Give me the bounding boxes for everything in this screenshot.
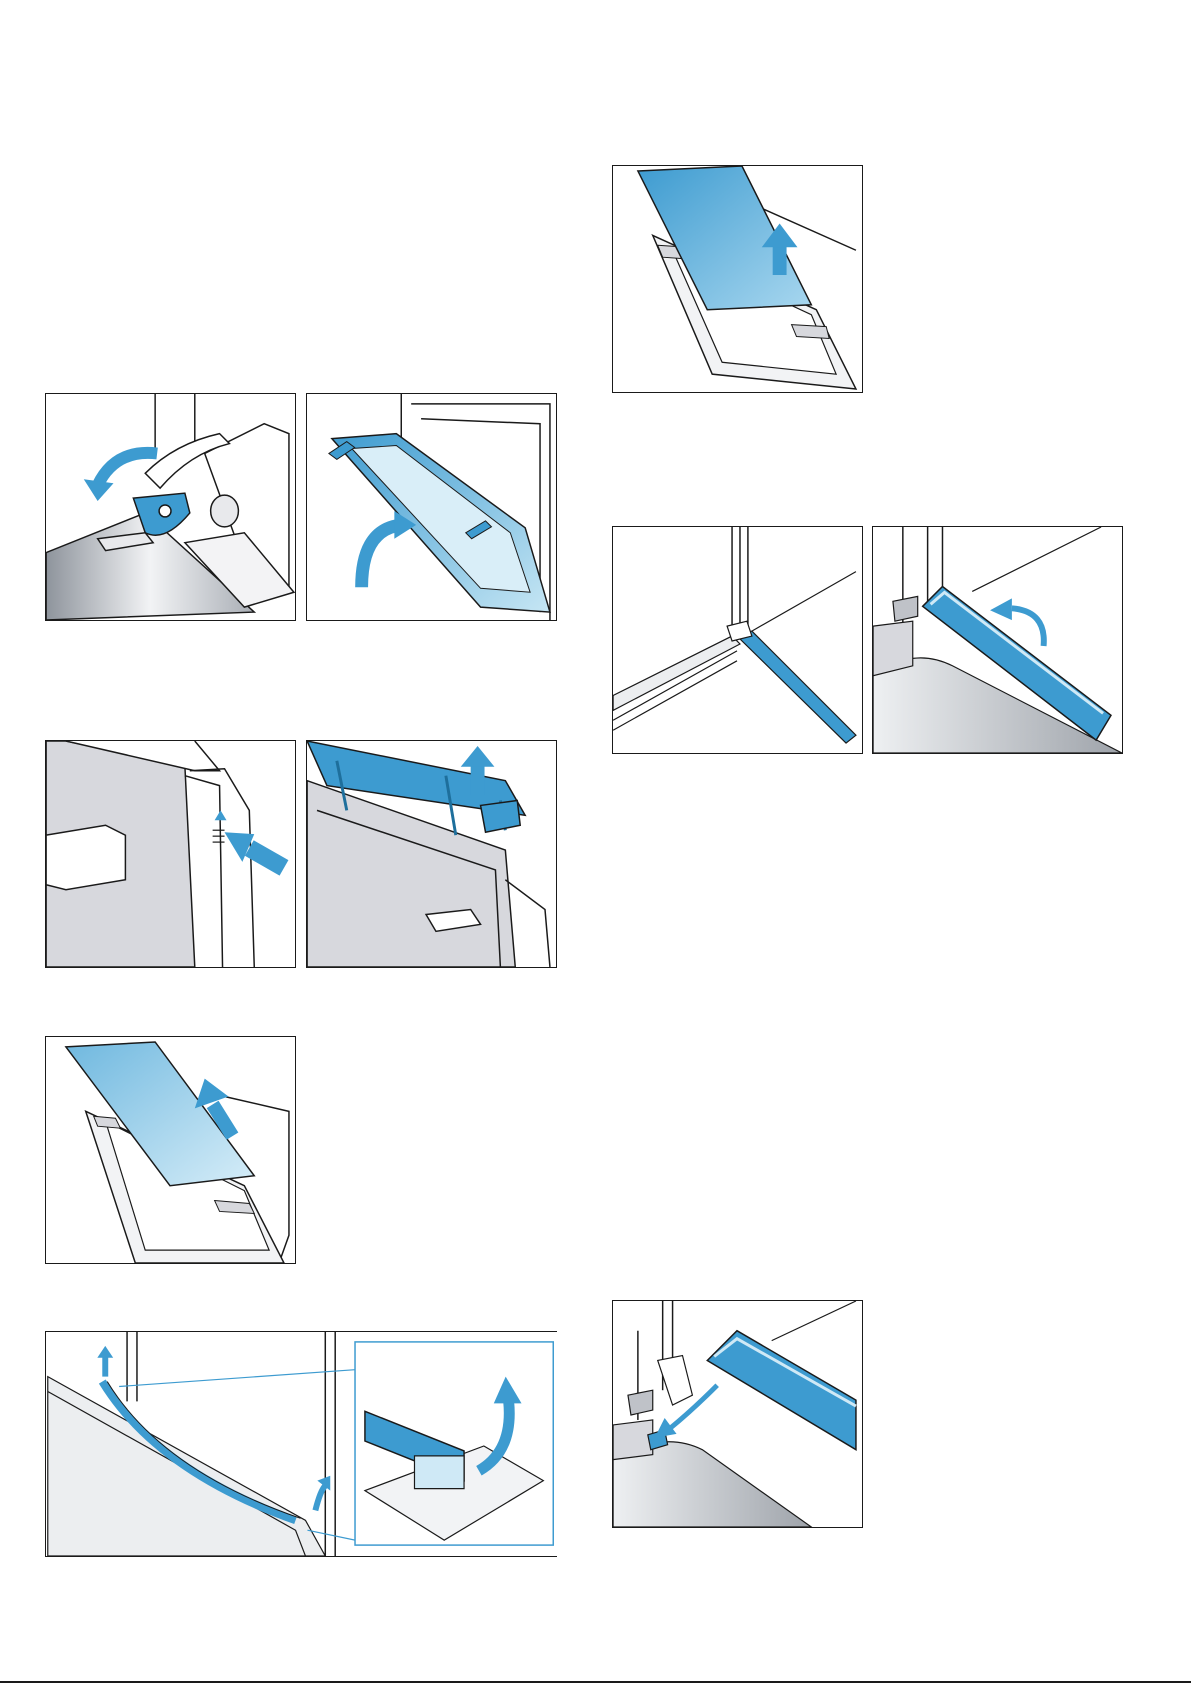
curved-arrow-icon: [362, 511, 417, 587]
seal-insert-illustration: [613, 1301, 862, 1527]
page-footer-rule: [0, 1681, 1191, 1683]
pane-lift-illustration: [46, 1037, 295, 1263]
figure-seal-corner: [612, 526, 863, 754]
seal-corner-illustration: [613, 527, 862, 753]
seal-remove-illustration: [46, 1332, 557, 1556]
press-release-illustration: [46, 741, 295, 967]
figure-seal-tilt: [872, 526, 1123, 754]
arrow-icon: [225, 832, 284, 868]
pane-lift-right-illustration: [613, 166, 862, 392]
door-close-illustration: [307, 394, 556, 620]
seal-part: [737, 631, 856, 743]
curved-arrow-icon: [84, 453, 157, 501]
figure-pane-lift: [45, 1036, 296, 1264]
figure-hinge-lever: [45, 393, 296, 621]
figure-seal-insert: [612, 1300, 863, 1528]
hinge-lever-illustration: [46, 394, 295, 620]
seal-tilt-illustration: [873, 527, 1122, 753]
figure-pane-lift-right: [612, 165, 863, 393]
figure-cover-remove: [306, 740, 557, 968]
figure-door-close: [306, 393, 557, 621]
figure-press-release: [45, 740, 296, 968]
seal-part: [707, 1331, 856, 1450]
cover-remove-illustration: [307, 741, 556, 967]
figure-seal-remove-detail: [45, 1331, 557, 1557]
